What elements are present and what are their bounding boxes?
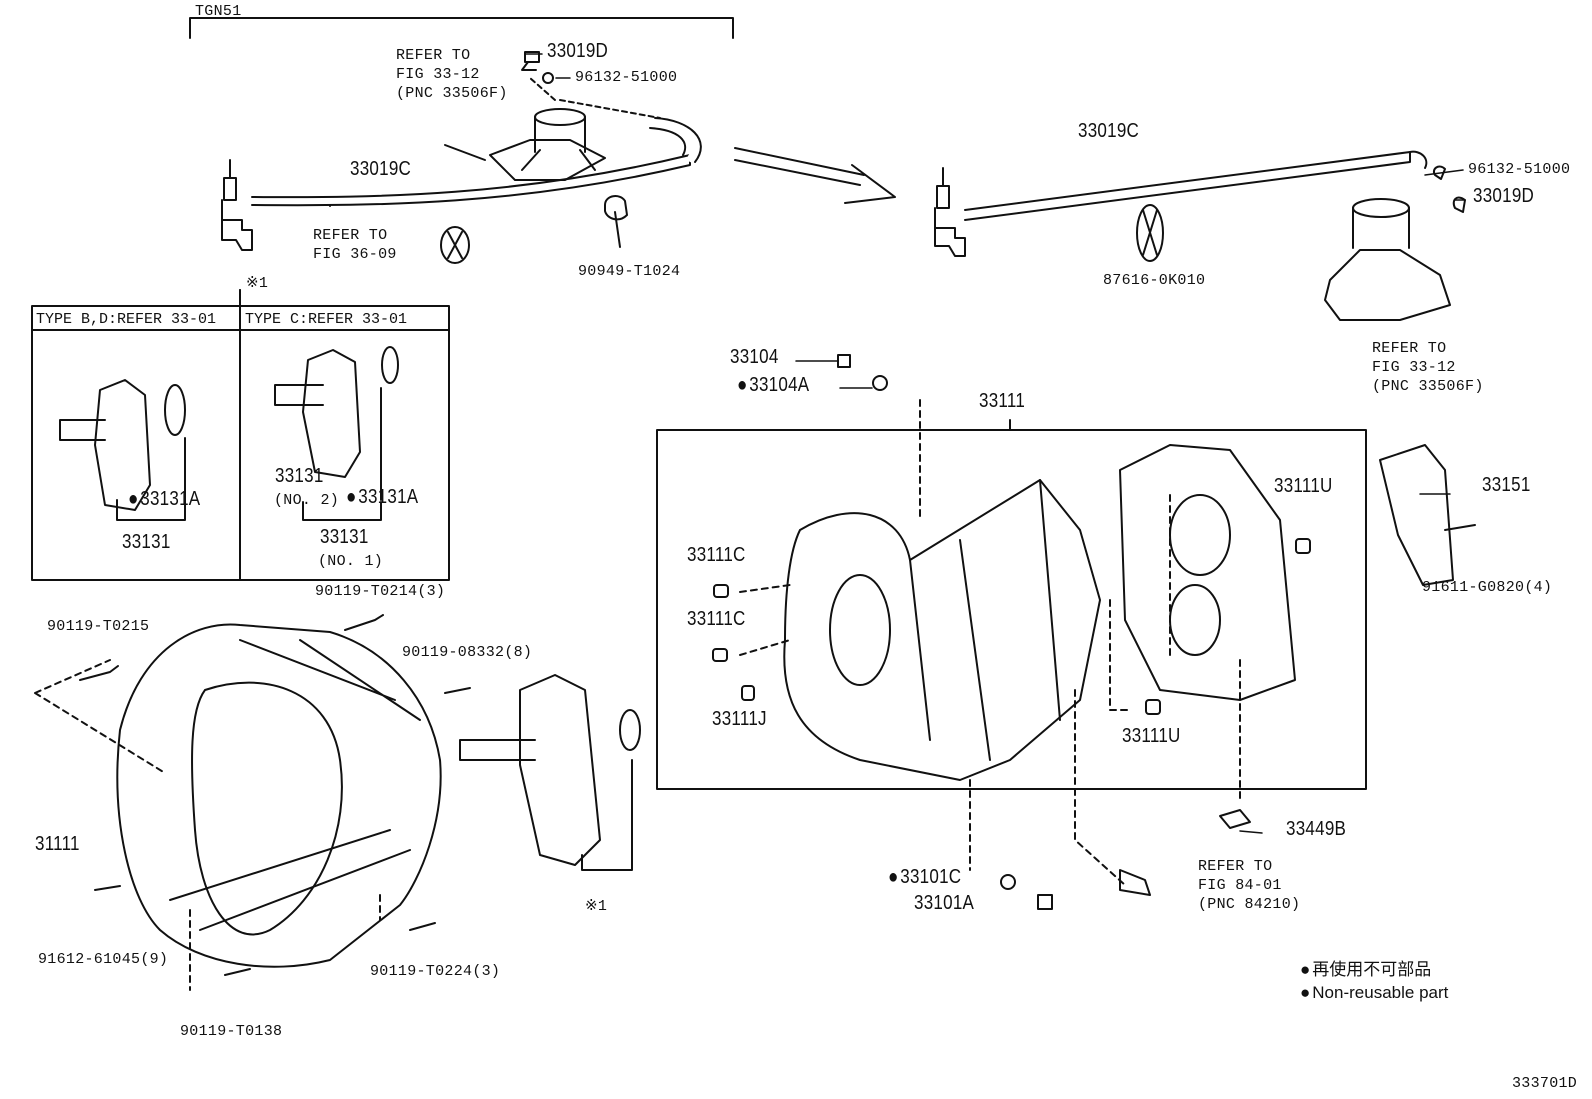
callout-c-33131[interactable]: 33131 <box>275 465 324 487</box>
callout-bd-33131A[interactable]: 33131A <box>128 489 200 509</box>
figure-code: 333701D <box>1512 1075 1578 1092</box>
callout-33111[interactable]: 33111 <box>979 390 1026 412</box>
callout-31111[interactable]: 31111 <box>35 833 80 855</box>
footnote-mark-bottom: ※1 <box>585 898 608 915</box>
callout-33104A[interactable]: 33104A <box>737 375 809 395</box>
callout-33449B[interactable]: 33449B <box>1286 818 1347 840</box>
callout-refer-84-01[interactable]: REFER TO FIG 84-01 (PNC 84210) <box>1198 858 1301 913</box>
callout-33101A[interactable]: 33101A <box>914 892 975 914</box>
callout-c-33131-bottom[interactable]: 33131 <box>320 526 369 548</box>
clutch-line-top <box>221 51 702 264</box>
callout-90119-08332[interactable]: 90119-08332(8) <box>402 644 533 661</box>
extension-housing-box <box>656 354 1476 910</box>
callout-90119-T0214[interactable]: 90119-T0214(3) <box>315 583 446 600</box>
callout-refer-36-09[interactable]: REFER TO FIG 36-09 <box>313 227 397 263</box>
callout-90119-T0138[interactable]: 90119-T0138 <box>180 1023 283 1040</box>
type-c-header: TYPE C:REFER 33-01 <box>245 311 408 328</box>
callout-bd-33131[interactable]: 33131 <box>122 531 171 553</box>
callout-91612[interactable]: 91612-61045(9) <box>38 951 169 968</box>
legend-en: Non-reusable part <box>1300 983 1448 1003</box>
callout-refer-33-12-top[interactable]: REFER TO FIG 33-12 (PNC 33506F) <box>396 47 508 102</box>
legend-jp: 再使用不可部品 <box>1300 955 1431 980</box>
callout-33111C-1[interactable]: 33111C <box>687 544 746 566</box>
type-bd-header: TYPE B,D:REFER 33-01 <box>36 311 217 328</box>
callout-33111J[interactable]: 33111J <box>712 708 767 730</box>
callout-96132-right[interactable]: 96132-51000 <box>1468 161 1571 178</box>
callout-33101C[interactable]: 33101C <box>888 867 961 887</box>
callout-90119-T0224[interactable]: 90119-T0224(3) <box>370 963 501 980</box>
callout-33111U-2[interactable]: 33111U <box>1122 725 1181 747</box>
leader-lines <box>524 53 1466 834</box>
callout-c-no1: (NO. 1) <box>318 553 384 570</box>
callout-96132-top[interactable]: 96132-51000 <box>575 69 678 86</box>
callout-33019D-top[interactable]: 33019D <box>547 40 609 62</box>
footnote-mark-top: ※1 <box>246 275 269 292</box>
callout-refer-33-12-right[interactable]: REFER TO FIG 33-12 (PNC 33506F) <box>1372 340 1484 395</box>
callout-33019C-right[interactable]: 33019C <box>1078 120 1140 142</box>
callout-90949[interactable]: 90949-T1024 <box>578 263 681 280</box>
front-retainer <box>459 674 641 871</box>
callout-33151[interactable]: 33151 <box>1482 474 1531 496</box>
callout-33019C-top[interactable]: 33019C <box>350 158 412 180</box>
callout-90119-T0215[interactable]: 90119-T0215 <box>47 618 150 635</box>
callout-33111C-2[interactable]: 33111C <box>687 608 746 630</box>
callout-33111U-1[interactable]: 33111U <box>1274 475 1333 497</box>
type-variant-box <box>31 289 450 581</box>
variant-bracket <box>189 17 734 39</box>
bell-housing <box>34 614 471 991</box>
direction-arrow <box>734 147 896 204</box>
variant-label: TGN51 <box>195 3 242 20</box>
clutch-line-right <box>934 150 1466 321</box>
callout-c-33131A[interactable]: 33131A <box>346 487 418 507</box>
callout-33104[interactable]: 33104 <box>730 346 779 368</box>
callout-33019D-right[interactable]: 33019D <box>1473 185 1535 207</box>
callout-87616[interactable]: 87616-0K010 <box>1103 272 1206 289</box>
callout-91611[interactable]: 91611-G0820(4) <box>1422 579 1553 596</box>
callout-c-no2: (NO. 2) <box>274 492 340 509</box>
